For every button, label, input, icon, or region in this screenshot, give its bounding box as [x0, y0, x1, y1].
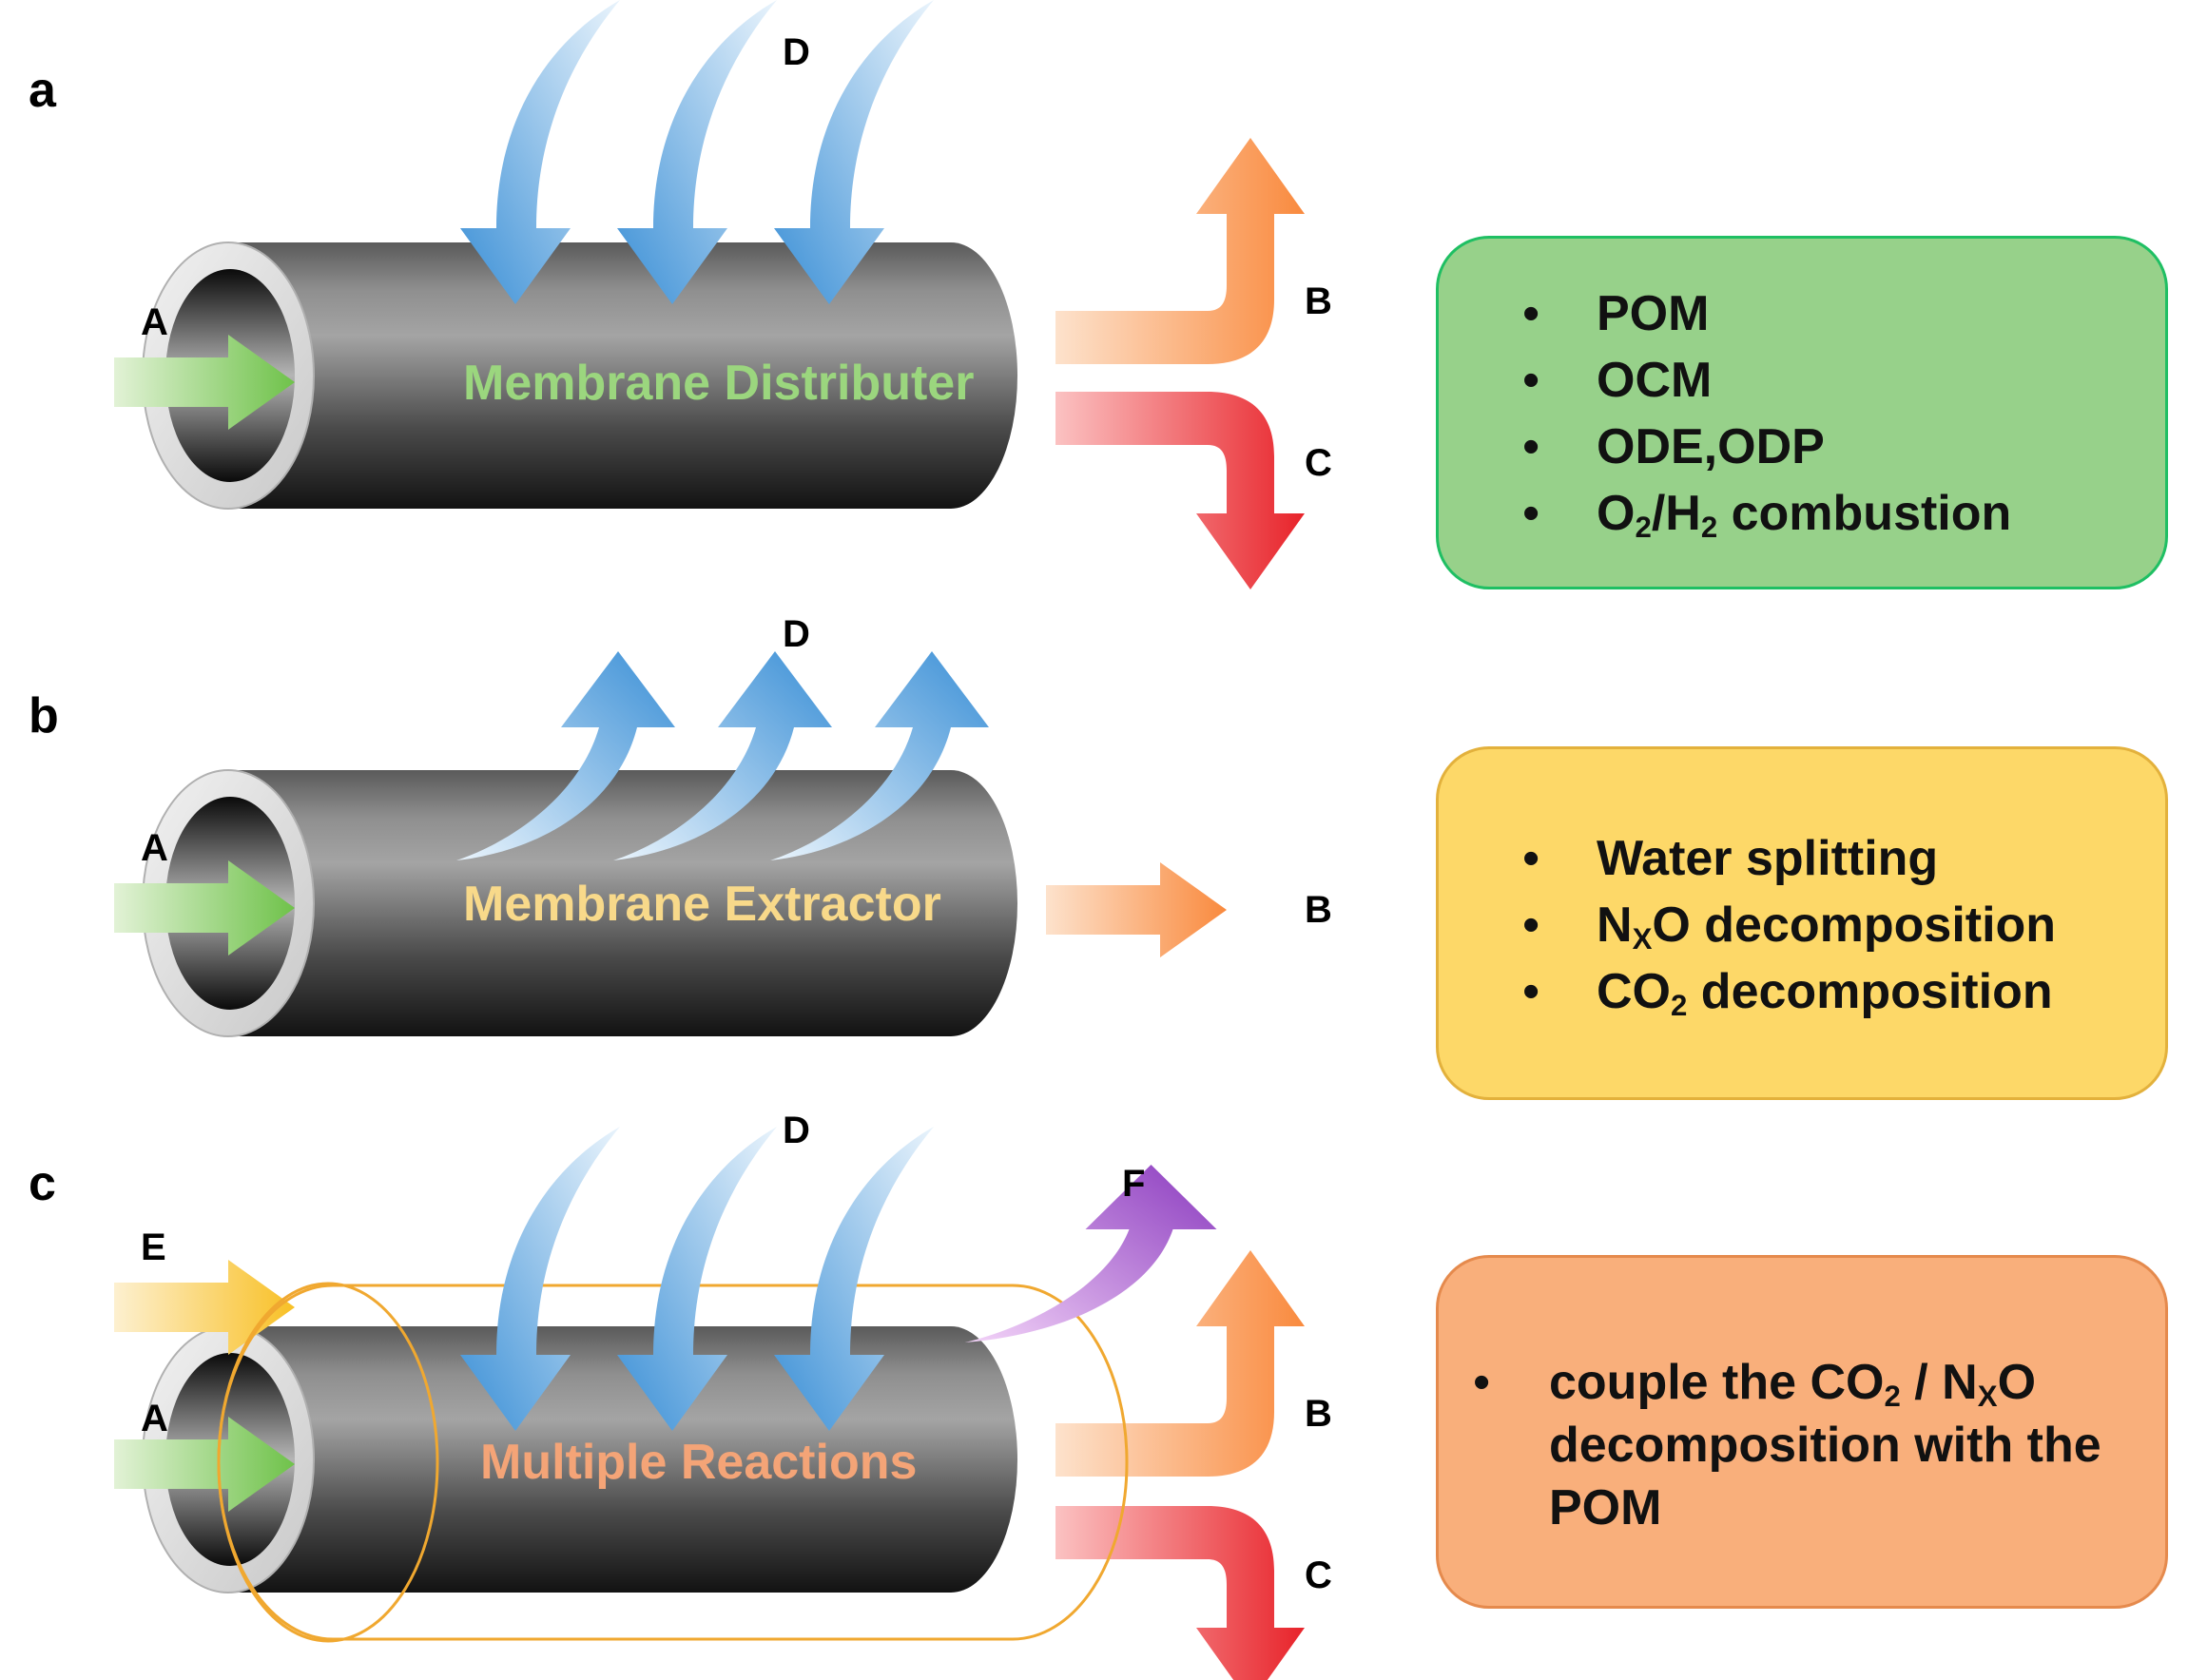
- flow-label-a: A: [141, 827, 168, 869]
- flow-label-e: E: [141, 1226, 166, 1268]
- panel-a: a D A B C Membrane Distributer: [29, 0, 1332, 589]
- formula-text: O2/H2 combustion: [1597, 486, 2012, 544]
- flow-label-b: B: [1305, 1393, 1332, 1435]
- formula-text: NXO decomposition: [1597, 898, 2057, 956]
- outlet-b-arrow: [1046, 862, 1227, 957]
- flow-label-d: D: [783, 1110, 810, 1151]
- formula-text: couple the CO2 / NXO decomposition with …: [1549, 1355, 2101, 1535]
- outlet-f-arrow: [965, 1165, 1217, 1342]
- panel-letter-a: a: [29, 63, 57, 118]
- flow-label-a: A: [141, 1398, 168, 1439]
- flow-label-f: F: [1122, 1163, 1145, 1205]
- flow-label-d: D: [783, 31, 810, 73]
- outlet-c-arrow: [1055, 1506, 1305, 1680]
- reaction-item: couple the CO2 / NXO decomposition with …: [1473, 1351, 2165, 1539]
- panel-c: c D E F A B C Multiple Reactions: [29, 1110, 1332, 1680]
- outlet-c-arrow: [1055, 392, 1305, 589]
- outer-shell-end: [217, 1282, 439, 1643]
- reaction-item: OCM: [1522, 347, 2165, 414]
- reaction-item: ODE,ODP: [1522, 414, 2165, 480]
- flow-label-d: D: [783, 613, 810, 655]
- reactions-box-c: couple the CO2 / NXO decomposition with …: [1436, 1255, 2168, 1609]
- tube-label-b: Membrane Extractor: [463, 877, 941, 932]
- panel-b: b D A B Membrane Extractor: [29, 613, 1332, 1037]
- reaction-item: Water splitting: [1522, 825, 2165, 892]
- flow-label-c: C: [1305, 1554, 1332, 1596]
- formula-text: CO2 decomposition: [1597, 964, 2053, 1022]
- tube-label-a: Membrane Distributer: [463, 356, 974, 411]
- reaction-item: NXO decomposition: [1522, 892, 2165, 958]
- panel-letter-b: b: [29, 688, 59, 743]
- flow-label-c: C: [1305, 442, 1332, 484]
- reaction-item: POM: [1522, 280, 2165, 347]
- reaction-item: O2/H2 combustion: [1522, 480, 2165, 547]
- reactions-box-b: Water splitting NXO decomposition CO2 de…: [1436, 746, 2168, 1100]
- flow-label-a: A: [141, 301, 168, 343]
- reaction-item: CO2 decomposition: [1522, 958, 2165, 1025]
- flow-label-b: B: [1305, 889, 1332, 931]
- tube-label-c: Multiple Reactions: [480, 1435, 917, 1490]
- panel-letter-c: c: [29, 1156, 56, 1211]
- outlet-b-arrow: [1055, 138, 1305, 364]
- flow-label-b: B: [1305, 280, 1332, 322]
- reactions-box-a: POM OCM ODE,ODP O2/H2 combustion: [1436, 236, 2168, 589]
